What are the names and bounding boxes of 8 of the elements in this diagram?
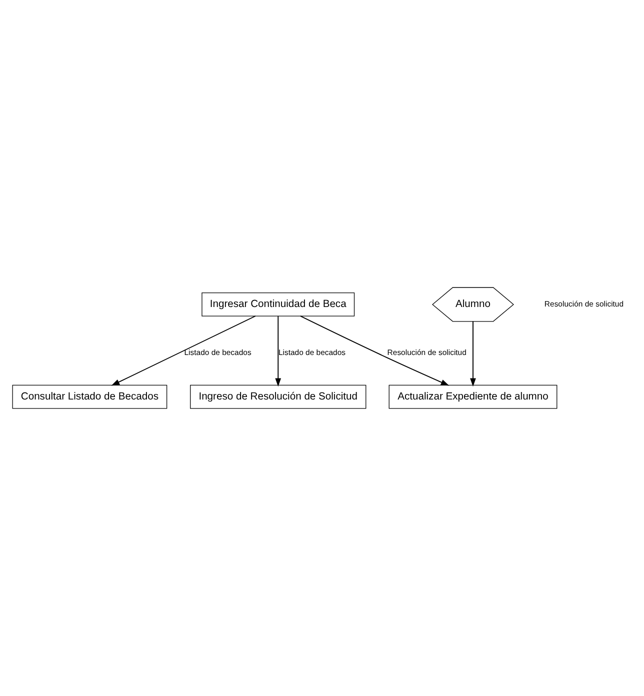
arrow: [470, 320, 476, 387]
node-box: Ingreso de Resolución de Solicitud: [190, 384, 366, 409]
node-box: Ingresar Continuidad de Beca: [202, 292, 355, 316]
node-box: Actualizar Expediente de alumno: [388, 384, 558, 409]
arrow: [111, 316, 256, 386]
arrow: [300, 316, 450, 386]
arrow: [275, 316, 282, 387]
node-box: Consultar Listado de Becados: [12, 384, 168, 409]
